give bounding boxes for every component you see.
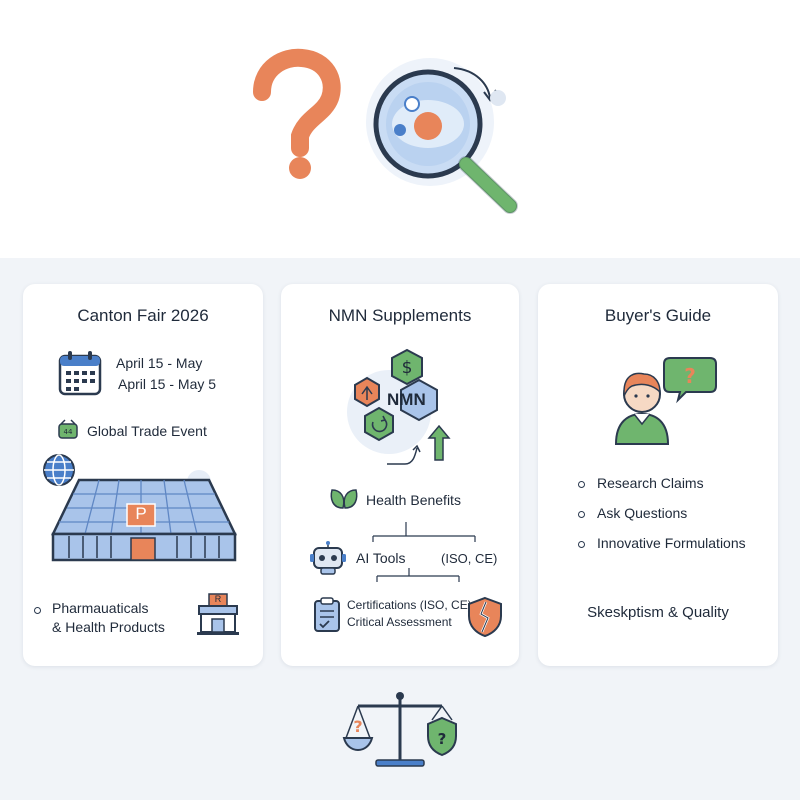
calendar-icon xyxy=(58,351,102,396)
buyer-avatar-icon: ? xyxy=(614,357,717,445)
products-line-2: & Health Products xyxy=(52,619,165,635)
balance-scale-icon: ? ? xyxy=(342,692,457,767)
svg-text:$: $ xyxy=(402,358,413,378)
trade-handshake-icon: 44 xyxy=(58,419,78,439)
shield-question-icon: ? xyxy=(427,716,457,757)
leaf-icon xyxy=(330,489,358,509)
robot-icon xyxy=(310,541,346,575)
speech-bubble-question-icon: ? xyxy=(663,357,717,404)
clipboard-checklist-icon xyxy=(314,597,340,632)
guide-footer: Skeskptism & Quality xyxy=(587,604,729,621)
ai-tools-label: AI Tools xyxy=(356,550,406,566)
hexagon-green-cycle xyxy=(364,406,394,442)
card-title: Buyer's Guide xyxy=(604,306,712,325)
svg-text:?: ? xyxy=(353,717,362,736)
date-line-2: April 15 - May 5 xyxy=(118,376,217,392)
health-benefits-label: Health Benefits xyxy=(366,492,461,508)
building-sign: P xyxy=(135,504,147,523)
certifications-label: Certifications (ISO, CE) xyxy=(347,598,472,612)
hexagon-green-dollar xyxy=(391,348,423,386)
date-line-1: April 15 - May xyxy=(116,355,203,371)
storefront-icon xyxy=(197,593,239,635)
hero-illustration xyxy=(253,48,518,214)
store-sign: R xyxy=(214,594,222,604)
bullet-dot xyxy=(578,481,585,488)
bullet-dot xyxy=(578,541,585,548)
svg-text:?: ? xyxy=(438,730,447,748)
hex-label: NMN xyxy=(387,390,426,409)
card-title: Canton Fair 2026 xyxy=(77,306,209,325)
svg-text:?: ? xyxy=(684,364,696,388)
card-nmn-supplements: NMN Supplements $ NMN Health Benefits AI… xyxy=(281,284,519,666)
hexagon-blue xyxy=(400,378,438,422)
growth-arrow-icon xyxy=(427,424,451,461)
globe-icon xyxy=(43,454,75,486)
card-title: NMN Supplements xyxy=(328,306,472,325)
bullet-dot xyxy=(34,607,41,614)
bullet-dot xyxy=(578,511,585,518)
svg-text:44: 44 xyxy=(64,428,73,436)
question-mark-icon xyxy=(253,48,341,179)
connector-lines xyxy=(372,522,476,582)
card-buyers-guide: Buyer's Guide ? Research Claims Ask Ques… xyxy=(538,284,778,666)
card-canton-fair: Canton Fair 2026 April 15 - May April 15… xyxy=(23,284,263,666)
molecule-hexagon-cluster: $ xyxy=(347,348,451,465)
guide-item-2: Ask Questions xyxy=(597,505,688,521)
broken-shield-icon xyxy=(468,596,502,638)
iso-ce-label: (ISO, CE) xyxy=(441,551,498,566)
guide-item-1: Research Claims xyxy=(597,475,704,491)
guide-item-3: Innovative Formulations xyxy=(597,535,746,551)
exhibition-building-icon xyxy=(51,470,237,562)
critical-assessment-label: Critical Assessment xyxy=(347,615,452,629)
magnifier-icon xyxy=(366,58,518,214)
event-label: Global Trade Event xyxy=(87,423,207,439)
products-line-1: Pharmauaticals xyxy=(52,600,149,616)
